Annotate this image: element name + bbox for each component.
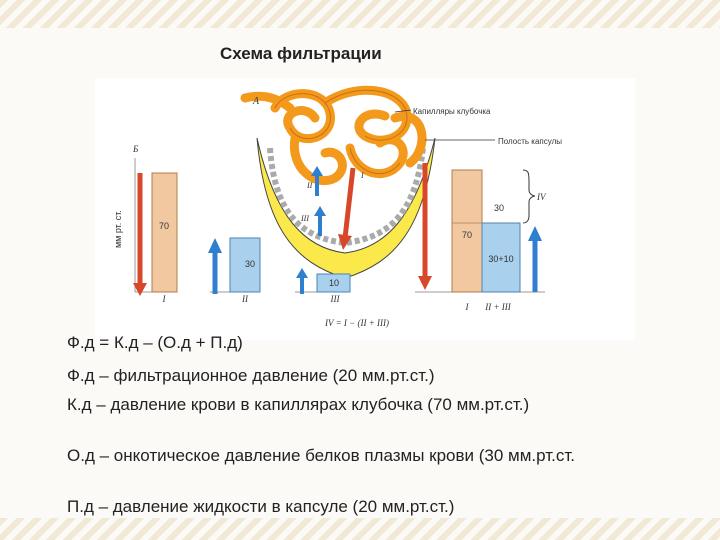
bar-mid1-value: 30 [245, 259, 255, 269]
arrow-up-icon [314, 206, 326, 216]
bar-mid2-roman: III [330, 294, 341, 304]
formula: IV = I − (II + III) [324, 318, 389, 328]
capsule-label: Полость капсулы [498, 137, 562, 146]
right-bar-capillary [451, 169, 483, 293]
brace [522, 169, 536, 224]
bar-mid1-roman: II [241, 294, 249, 304]
right-value-top: 30 [494, 203, 504, 213]
bar-mid2-value: 10 [329, 278, 339, 288]
arrow-down-icon [418, 276, 432, 290]
arrow-up-icon [311, 166, 323, 176]
definition-filtration: Ф.д – фильтрационное давление (20 мм.рт.… [67, 366, 435, 385]
label-a: А [252, 96, 260, 107]
arrow-inner-3: III [300, 214, 309, 223]
arrow-inner-1: II [306, 181, 313, 190]
bar-left-roman: I [162, 294, 167, 304]
arrow-down-icon [338, 234, 352, 250]
arrow-inner-2: I [360, 171, 364, 180]
label-b: Б [132, 144, 139, 154]
arrow-up-icon [296, 268, 308, 278]
capsule-cavity [256, 137, 436, 279]
arrow-up-icon [528, 226, 542, 241]
decorative-border-bottom [0, 518, 720, 540]
y-axis-label: мм рт. ст. [113, 210, 123, 248]
capillaries-label: Капилляры клубочка [413, 107, 491, 116]
arrow-down-icon [133, 283, 147, 296]
definition-oncotic: О.д – онкотическое давление белков плазм… [67, 446, 575, 465]
arrow-up-icon [208, 238, 222, 253]
definition-formula: Ф.д = К.д – (О.д + П.д) [67, 333, 243, 352]
bar-capillary-pressure [151, 172, 178, 293]
right-value-bottom: 70 [462, 230, 472, 240]
bar-left-value: 70 [159, 221, 169, 231]
right-roman-1: I [465, 302, 470, 312]
filtration-diagram: Б мм рт. ст. 70 I 30 II А Капилляры клуб… [95, 78, 635, 340]
slide-title: Схема фильтрации [220, 44, 382, 63]
definition-capsule: П.д – давление жидкости в капсуле (20 мм… [67, 497, 455, 516]
bar-oncotic-pressure [229, 237, 261, 293]
right-bar-opposing [481, 222, 521, 293]
definition-capillary: К.д – давление крови в капиллярах клубоч… [67, 395, 530, 414]
capsule-cells [267, 147, 426, 247]
bar-capsule-pressure [316, 273, 351, 293]
decorative-border-top [0, 0, 720, 28]
right-value-combined: 30+10 [488, 254, 513, 264]
brace-label: IV [536, 192, 547, 202]
right-roman-2: II + III [484, 302, 512, 312]
